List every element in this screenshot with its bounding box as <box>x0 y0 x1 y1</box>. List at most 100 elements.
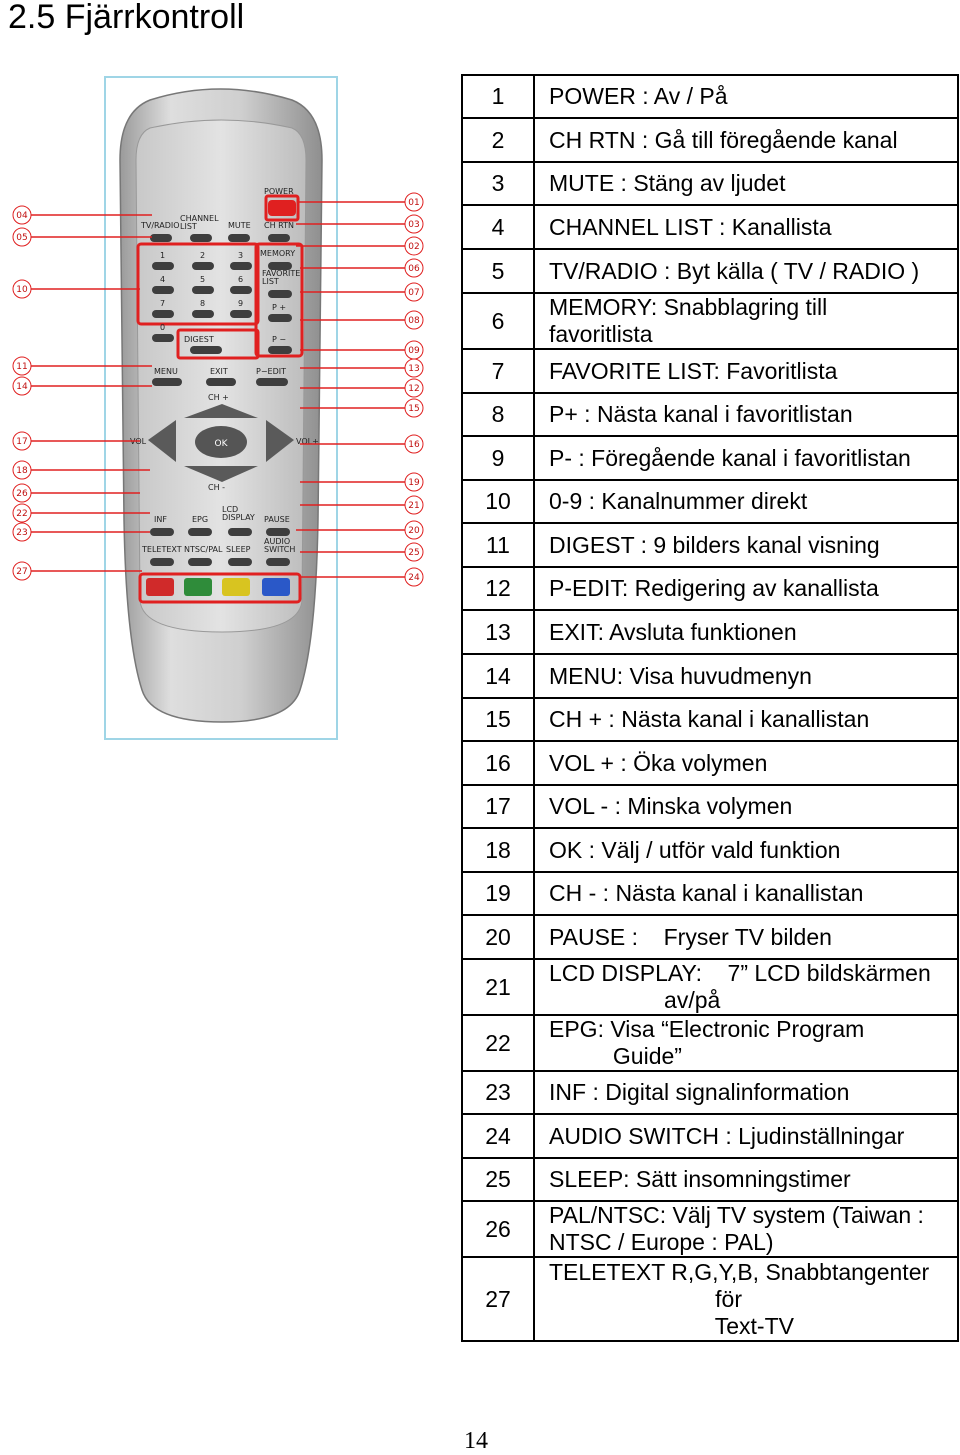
ch-plus-label: CH + <box>208 393 229 402</box>
callout-number: 02 <box>408 242 419 252</box>
digit-label: 3 <box>238 251 243 260</box>
callout-number: 05 <box>16 233 27 243</box>
callout-number: 23 <box>16 528 27 538</box>
digit-label: 5 <box>200 275 205 284</box>
callout-number: 11 <box>16 362 27 372</box>
audio-switch-label: SWITCH <box>264 545 295 554</box>
digit-key <box>192 286 214 294</box>
p-minus-key <box>268 346 292 354</box>
exit-label: EXIT <box>210 367 228 376</box>
row-number: 4 <box>461 204 535 250</box>
callout-circle <box>12 503 32 523</box>
callout-number: 06 <box>408 264 420 274</box>
top-row-key <box>190 234 212 242</box>
callout-circle <box>404 567 424 587</box>
callout-number: 25 <box>408 548 419 558</box>
callout-circle <box>12 483 32 503</box>
p-plus-label: P + <box>272 303 286 312</box>
row-description: VOL - : Minska volymen <box>533 784 959 829</box>
memory-key <box>268 262 292 270</box>
callout-circle <box>404 542 424 562</box>
digit-label: 1 <box>160 251 165 260</box>
top-row-key <box>228 234 250 242</box>
row-description: MEMORY: Snabblagring till favoritlista <box>533 292 959 350</box>
callout-circle <box>12 356 32 376</box>
row-description: CH + : Nästa kanal i kanallistan <box>533 697 959 742</box>
lcd-display-label: DISPLAY <box>222 513 255 522</box>
page-title: 2.5 Fjärrkontroll <box>8 0 245 36</box>
callout-circle <box>12 227 32 247</box>
p-plus-key <box>268 314 292 322</box>
function-key <box>266 558 290 566</box>
callout-number: 17 <box>16 437 27 447</box>
vol-right-arrow <box>266 420 294 462</box>
menu-key <box>152 378 182 386</box>
digest-label: DIGEST <box>184 335 214 344</box>
callout-number: 08 <box>408 316 420 326</box>
p-edit-key <box>256 378 288 386</box>
highlight-digest <box>176 328 260 360</box>
row-description: TELETEXT R,G,Y,B, Snabbtangenter för Tex… <box>533 1256 959 1342</box>
digit-key <box>152 310 174 318</box>
row-number: 23 <box>461 1070 535 1115</box>
row-number: 8 <box>461 392 535 437</box>
function-key <box>228 558 252 566</box>
digit-label: 0 <box>160 323 165 332</box>
row-description: P+ : Nästa kanal i favoritlistan <box>533 392 959 437</box>
callout-number: 14 <box>16 382 28 392</box>
digit-label: 8 <box>200 299 205 308</box>
vol-plus-label: VOL+ <box>296 437 319 446</box>
callout-circle <box>12 279 32 299</box>
row-description: P- : Föregående kanal i favoritlistan <box>533 435 959 481</box>
digit-key <box>230 286 252 294</box>
row-number: 22 <box>461 1014 535 1072</box>
row-number: 21 <box>461 958 535 1016</box>
ch-up-arrow <box>184 404 258 418</box>
row-number: 19 <box>461 871 535 916</box>
digit-label: 9 <box>238 299 243 308</box>
row-description: FAVORITE LIST: Favoritlista <box>533 348 959 394</box>
row-description: 0-9 : Kanalnummer direkt <box>533 479 959 524</box>
row-number: 5 <box>461 248 535 294</box>
channel-list-label: CHANNEL <box>180 214 219 223</box>
vol-left-arrow <box>148 420 176 462</box>
digit-label: 2 <box>200 251 205 260</box>
function-key <box>228 528 252 536</box>
audio-switch-label: AUDIO <box>264 537 290 546</box>
row-description: DIGEST : 9 bilders kanal visning <box>533 522 959 568</box>
callout-number: 04 <box>16 211 28 221</box>
top-row-key <box>150 234 172 242</box>
epg-label: EPG <box>192 515 208 524</box>
row-description: CH - : Nästa kanal i kanallistan <box>533 871 959 916</box>
callout-circle <box>12 522 32 542</box>
row-number: 20 <box>461 914 535 960</box>
digest-key <box>190 346 222 354</box>
row-number: 7 <box>461 348 535 394</box>
callout-circle <box>404 192 424 212</box>
callout-number: 26 <box>16 489 28 499</box>
highlight-digits <box>136 242 260 326</box>
callout-circle <box>12 460 32 480</box>
callout-circle <box>404 378 424 398</box>
callout-circle <box>12 205 32 225</box>
highlight-color-keys <box>138 572 302 604</box>
row-description: TV/RADIO : Byt källa ( TV / RADIO ) <box>533 248 959 294</box>
callout-circle <box>12 376 32 396</box>
callout-circle <box>404 214 424 234</box>
row-description: POWER : Av / På <box>533 74 959 119</box>
callout-circle <box>404 434 424 454</box>
